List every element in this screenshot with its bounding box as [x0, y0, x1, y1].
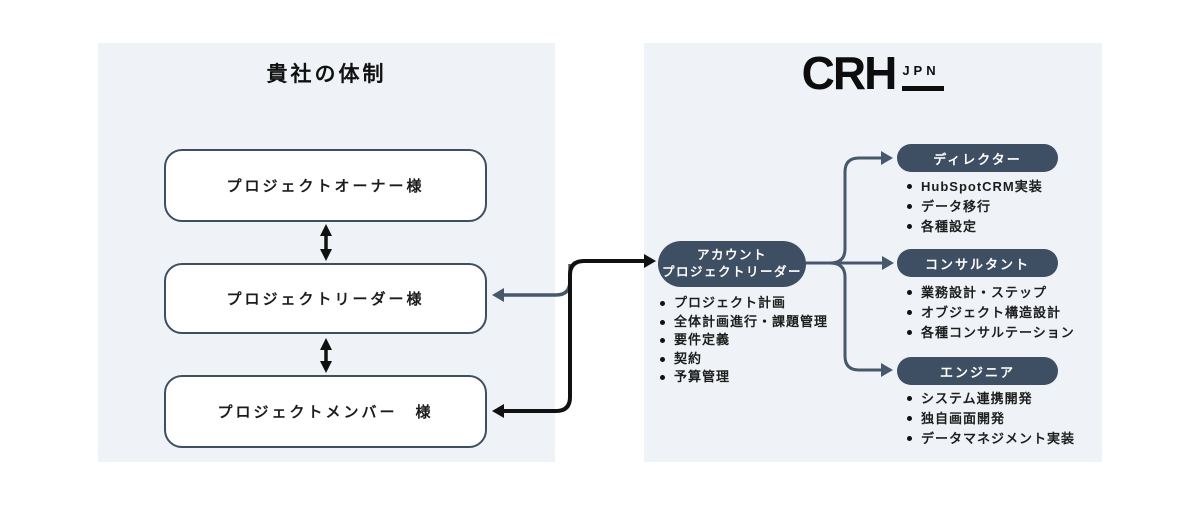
- client-panel-title: 貴社の体制: [266, 63, 387, 86]
- duty-item: 独自画面開発: [905, 409, 1075, 429]
- duty-item: データ移行: [905, 197, 1043, 217]
- duty-item: 各種設定: [905, 217, 1043, 237]
- pill-consultant-label: コンサルタント: [924, 256, 1030, 272]
- pill-engineer-label: エンジニア: [939, 364, 1015, 380]
- logo-side: JPN: [902, 63, 945, 91]
- pill-account-line1: アカウント: [696, 248, 767, 263]
- logo-underline: [902, 86, 945, 91]
- pill-account-line2: プロジェクトリーダー: [661, 265, 802, 279]
- duty-item: 予算管理: [658, 368, 828, 387]
- box-project-leader: プロジェクトリーダー様: [164, 263, 487, 334]
- pill-account-project-leader: アカウント プロジェクトリーダー: [658, 241, 806, 287]
- logo-main-text: CRH: [801, 47, 898, 99]
- duty-item: 全体計画進行・課題管理: [658, 313, 828, 332]
- logo-sub-text: JPN: [902, 63, 940, 78]
- duty-item: HubSpotCRM実装: [905, 177, 1043, 197]
- engineer-duty-list: システム連携開発 独自画面開発 データマネジメント実装: [905, 389, 1075, 449]
- duty-item: 業務設計・ステップ: [905, 283, 1075, 303]
- duty-item: 契約: [658, 350, 828, 369]
- crh-logo: CRH JPN: [644, 47, 1102, 99]
- duty-item: システム連携開発: [905, 389, 1075, 409]
- duty-item: 要件定義: [658, 331, 828, 350]
- pill-consultant: コンサルタント: [897, 249, 1058, 277]
- box-project-member: プロジェクトメンバー 様: [164, 375, 487, 448]
- box-project-leader-label: プロジェクトリーダー様: [226, 291, 425, 308]
- duty-item: 各種コンサルテーション: [905, 323, 1075, 343]
- box-project-owner: プロジェクトオーナー様: [164, 149, 487, 222]
- director-duty-list: HubSpotCRM実装 データ移行 各種設定: [905, 177, 1043, 237]
- account-duty-list: プロジェクト計画 全体計画進行・課題管理 要件定義 契約 予算管理: [658, 294, 828, 387]
- pill-director-label: ディレクター: [933, 151, 1022, 167]
- duty-item: プロジェクト計画: [658, 294, 828, 313]
- pill-director: ディレクター: [897, 144, 1058, 172]
- consultant-duty-list: 業務設計・ステップ オブジェクト構造設計 各種コンサルテーション: [905, 283, 1075, 343]
- pill-engineer: エンジニア: [897, 357, 1058, 385]
- box-project-owner-label: プロジェクトオーナー様: [226, 178, 425, 195]
- box-project-member-label: プロジェクトメンバー 様: [217, 404, 434, 421]
- duty-item: データマネジメント実装: [905, 429, 1075, 449]
- duty-item: オブジェクト構造設計: [905, 303, 1075, 323]
